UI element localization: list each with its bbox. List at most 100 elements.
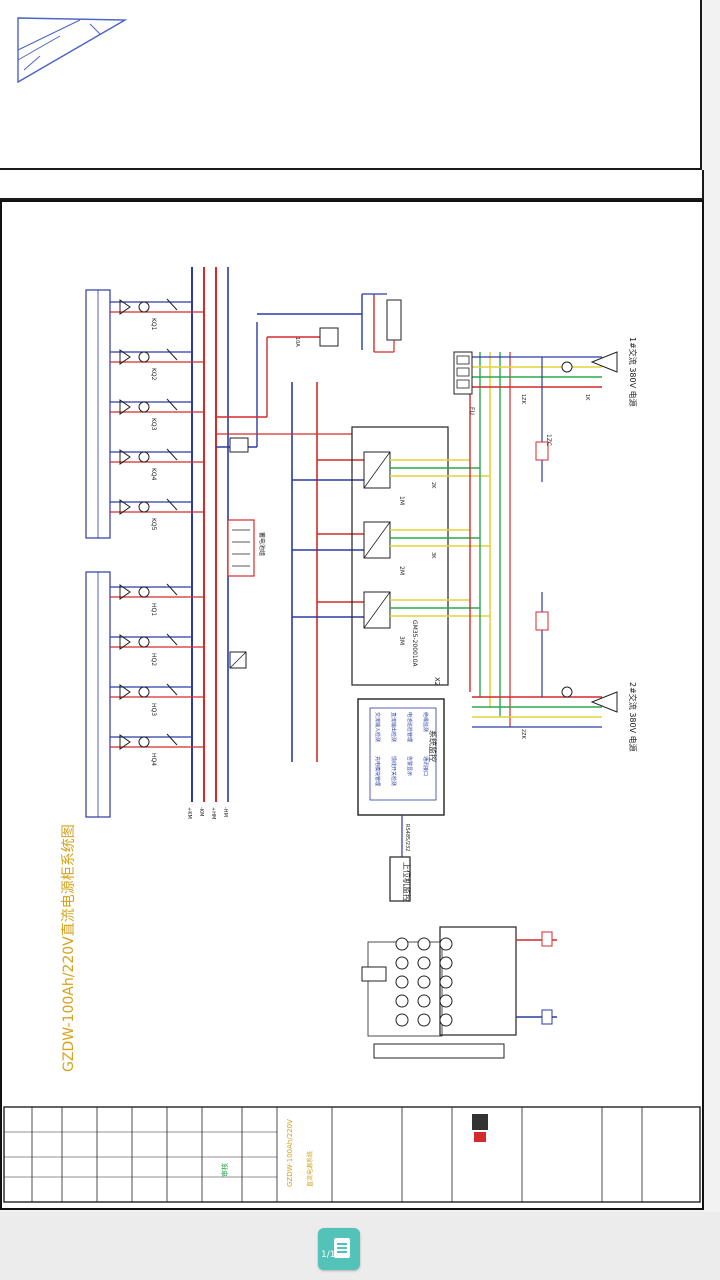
measurement-meter-icon [439, 937, 453, 951]
feeder-hq1-label: HQ1 [150, 603, 157, 616]
left-top-label: 10A [294, 337, 300, 347]
rectifier-2m-label: 2M [398, 566, 405, 575]
rs485-label: RS485/232 [404, 824, 410, 851]
page-indicator-button[interactable]: 1/1 [318, 1228, 360, 1270]
monitor-line-4: 绝缘监测 [422, 712, 429, 732]
viewer-bottom-bar [0, 1212, 720, 1280]
monitor-line-5: 充电模块管理 [374, 756, 381, 786]
breaker-label-3: 1K [584, 394, 590, 401]
feeder-hq2-fuse-icon [119, 634, 131, 650]
measurement-meter-icon [395, 937, 409, 951]
feeder-kq2-meter-icon [138, 351, 150, 363]
module-breaker-label: GM35-200010A [411, 620, 418, 668]
battery-group-block [227, 519, 255, 669]
cq-label: 1ZC [545, 434, 552, 446]
feeder-kq1-meter-icon [138, 301, 150, 313]
measurement-meter-icon [417, 1013, 431, 1027]
rectifier-1m-label: 1M [398, 496, 405, 505]
feeder-hq2-switch-icon [166, 633, 178, 646]
previous-sheet-fragment [0, 0, 702, 170]
feeder-kq5-switch-icon [166, 498, 178, 511]
wiring-diagram-sheet: GZDW-100Ah/220V直流电源柜系统图 1#交流 380V 电源 2#交… [0, 200, 704, 1210]
feeder-kq2-fuse-icon [119, 349, 131, 365]
battery-group-label: 蓄电池组 [258, 532, 266, 556]
feeder-kq4-switch-icon [166, 448, 178, 461]
module-box-label: X2 [433, 677, 441, 686]
title-block-company: 直流电源系统 [306, 1151, 314, 1187]
feeder-kq3-label: KQ3 [150, 418, 157, 431]
feeder-kq3-switch-icon [166, 398, 178, 411]
ac-input-lines [469, 351, 618, 728]
feeder-kq1-label: KQ1 [150, 318, 157, 331]
diagram-title: GZDW-100Ah/220V直流电源柜系统图 [60, 824, 77, 1072]
feeder-kq5-meter-icon [138, 501, 150, 513]
surge-protector-block [453, 351, 473, 395]
diagram-canvas: GZDW-100Ah/220V直流电源柜系统图 1#交流 380V 电源 2#交… [3, 267, 701, 1203]
corner-triangle-sketch [17, 17, 128, 84]
breaker-label-1: 1ZK [520, 394, 526, 405]
breaker-label-5: 3K [430, 552, 436, 559]
measurement-meter-icon [417, 975, 431, 989]
feeder-hq2-meter-icon [138, 636, 150, 648]
feeder-kq2-switch-icon [166, 348, 178, 361]
measurement-meter-icon [439, 1013, 453, 1027]
bus-label-1: +KM [186, 807, 192, 819]
feeder-hq4-meter-icon [138, 736, 150, 748]
feeder-kq5-label: KQ5 [150, 518, 157, 531]
measurement-meter-icon [417, 956, 431, 970]
monitor-line-3: 电池巡检管理 [406, 712, 413, 742]
feeder-kq4-label: KQ4 [150, 468, 157, 481]
ac-input-2-label: 2#交流 380V 电源 [628, 682, 638, 752]
fu-label: FU [468, 407, 475, 415]
feeder-kq1-fuse-icon [119, 299, 131, 315]
measurement-circuit [361, 926, 557, 1059]
monitor-line-6: 馈线开关检测 [390, 756, 397, 786]
document-icon [334, 1238, 350, 1258]
module-feed-lines [216, 416, 364, 618]
rectifier-1m-diagonal [363, 451, 391, 489]
breaker-label-2: 2ZK [520, 729, 526, 740]
measurement-meter-icon [395, 956, 409, 970]
feeder-hq3-fuse-icon [119, 684, 131, 700]
rectifier-3m-label: 3M [398, 636, 405, 645]
feeder-hq1-fuse-icon [119, 584, 131, 600]
feeder-kq4-fuse-icon [119, 449, 131, 465]
feeder-hq3-switch-icon [166, 683, 178, 696]
rectifier-module-box [351, 426, 490, 686]
measurement-meter-icon [439, 975, 453, 989]
bus-label-3: +HM [210, 807, 216, 819]
measurement-meter-icon [395, 975, 409, 989]
feeder-hq1-switch-icon [166, 583, 178, 596]
feeder-group-1 [85, 289, 204, 539]
title-block-drawing-name: GZDW-100Ah/220V [286, 1119, 294, 1187]
monitor-box-title: 系统监控 [428, 730, 438, 762]
page-indicator-label: 1/1 [321, 1250, 336, 1260]
measurement-meter-icon [417, 937, 431, 951]
monitor-line-7: 告警显示 [406, 756, 413, 776]
feeder-kq1-switch-icon [166, 298, 178, 311]
breaker-label-4: 2K [430, 482, 436, 489]
measurement-meter-icon [395, 1013, 409, 1027]
feeder-hq2-label: HQ2 [150, 653, 157, 666]
monitor-line-1: 交流输入检测 [374, 712, 381, 742]
monitor-line-2: 直流输出检测 [390, 712, 397, 742]
feeder-hq4-switch-icon [166, 733, 178, 746]
feeder-kq3-fuse-icon [119, 399, 131, 415]
measurement-meter-icon [439, 956, 453, 970]
measurement-meter-icon [417, 994, 431, 1008]
feeder-hq3-meter-icon [138, 686, 150, 698]
bus-label-4: -HM [222, 807, 228, 817]
measurement-meter-icon [395, 994, 409, 1008]
host-computer-label: 上位机监控 [402, 862, 412, 902]
measurement-meter-icon [439, 994, 453, 1008]
bus-label-2: -KM [198, 807, 204, 816]
feeder-hq4-fuse-icon [119, 734, 131, 750]
rectifier-2m-diagonal [363, 521, 391, 559]
rectifier-3m-diagonal [363, 591, 391, 629]
sheet-gap [0, 170, 704, 200]
feeder-kq3-meter-icon [138, 401, 150, 413]
feeder-group-2 [85, 571, 204, 818]
battery-branch [256, 293, 402, 447]
feeder-hq3-label: HQ3 [150, 703, 157, 716]
feeder-hq4-label: HQ4 [150, 753, 157, 766]
